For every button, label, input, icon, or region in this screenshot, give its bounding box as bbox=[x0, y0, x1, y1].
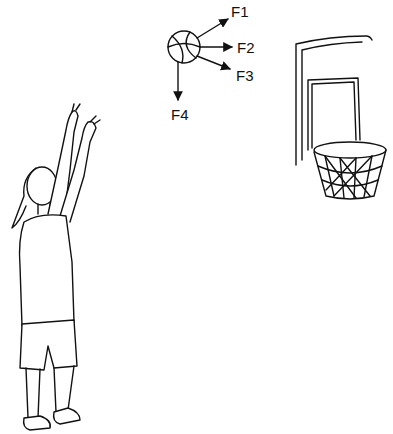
force-arrow bbox=[197, 56, 230, 69]
basketball-hoop bbox=[296, 36, 386, 199]
force-arrow bbox=[177, 62, 178, 100]
force-arrow bbox=[200, 46, 232, 47]
force-arrow bbox=[197, 19, 228, 38]
basketball bbox=[168, 31, 200, 63]
force-label: F3 bbox=[236, 68, 254, 83]
force-label: F2 bbox=[237, 40, 255, 55]
force-label: F1 bbox=[231, 4, 249, 19]
force-label: F4 bbox=[171, 107, 189, 122]
player-figure bbox=[12, 104, 100, 430]
